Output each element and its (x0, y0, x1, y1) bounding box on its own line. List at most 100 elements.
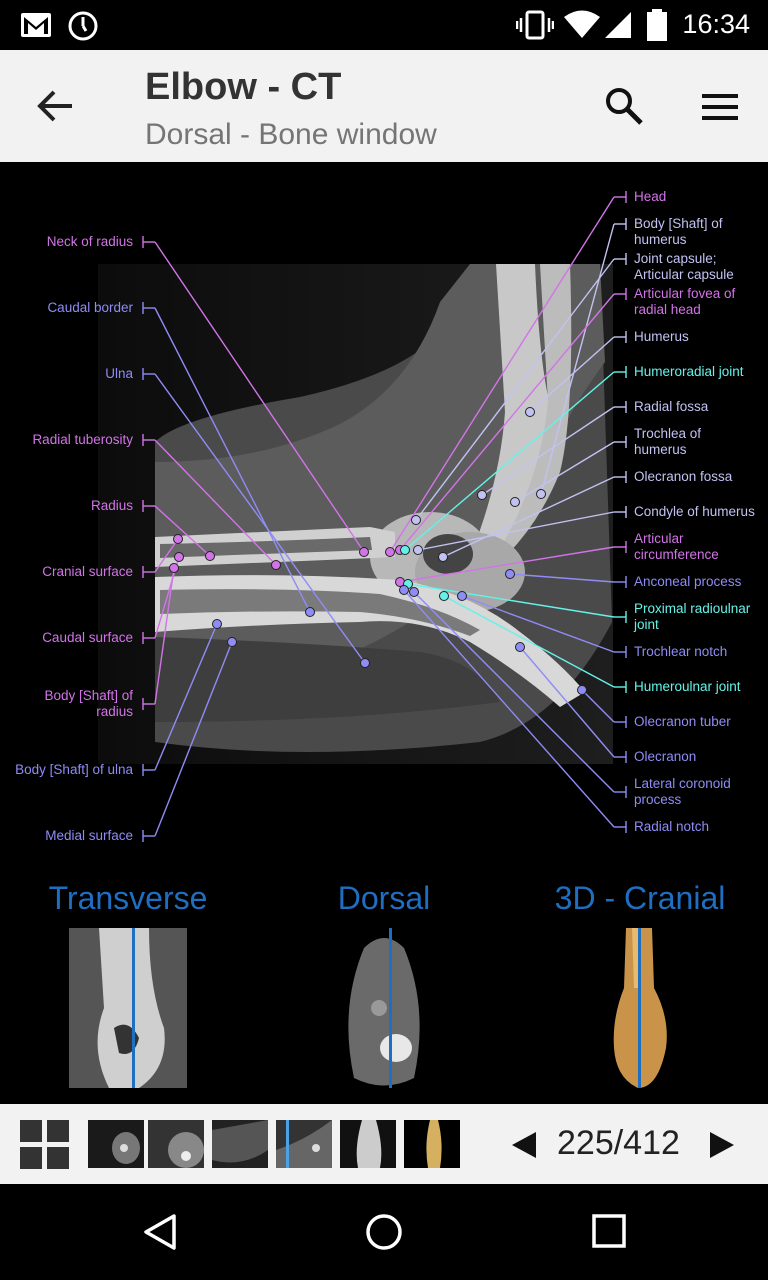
leader-line-left-2 (154, 373, 366, 664)
label-articular-fovea[interactable]: Articular fovea of radial head (634, 286, 736, 317)
label-caudal-border[interactable]: Caudal border (47, 300, 133, 315)
leader-line-right-18 (403, 589, 615, 828)
leader-lines (142, 191, 627, 842)
label-trochlear-notch[interactable]: Trochlear notch (634, 644, 728, 659)
leader-dot-right-17[interactable] (409, 587, 419, 597)
leader-line-left-9 (154, 641, 233, 837)
leader-dot-left-3[interactable] (271, 560, 281, 570)
label-radial-tuberosity[interactable]: Radial tuberosity (32, 432, 133, 447)
label-humeroradial-joint[interactable]: Humeroradial joint (634, 364, 744, 379)
leader-dot-right-9[interactable] (413, 545, 423, 555)
leader-line-right-6 (481, 406, 615, 496)
leader-dot-left-0[interactable] (359, 547, 369, 557)
label-proximal-radioulnar-joint[interactable]: Proximal radioulnar joint (634, 601, 751, 632)
label-olecranon-tuber[interactable]: Olecranon tuber (634, 714, 731, 729)
label-cranial-surface[interactable]: Cranial surface (42, 564, 133, 579)
strip-thumb-5[interactable] (340, 1120, 396, 1168)
ct-viewer[interactable]: Neck of radius Caudal border Ulna Radial… (0, 162, 768, 862)
nav-home-icon[interactable] (364, 1212, 404, 1252)
search-icon[interactable] (604, 86, 644, 126)
leader-dot-right-16[interactable] (515, 642, 525, 652)
label-body-of-ulna[interactable]: Body [Shaft] of ulna (15, 762, 133, 777)
strip-thumb-6[interactable] (404, 1120, 460, 1168)
leader-dot-left-2[interactable] (360, 658, 370, 668)
leader-dot-right-7[interactable] (510, 497, 520, 507)
leader-line-left-3 (154, 439, 277, 566)
label-humeroulnar-joint[interactable]: Humeroulnar joint (634, 679, 741, 694)
leader-dot-left-1[interactable] (305, 607, 315, 617)
label-radial-notch[interactable]: Radial notch (634, 819, 710, 834)
leader-dot-right-2[interactable] (411, 515, 421, 525)
leader-dot-right-11[interactable] (505, 569, 515, 579)
system-nav-bar (0, 1184, 768, 1280)
leader-dot-right-14[interactable] (439, 591, 449, 601)
view-dorsal[interactable]: Dorsal (284, 880, 484, 1088)
leader-line-left-0 (154, 241, 365, 553)
label-lateral-coronoid-process[interactable]: Lateral coronoid process (634, 776, 731, 807)
image-counter: 225/412 (557, 1124, 680, 1162)
label-head[interactable]: Head (634, 189, 667, 204)
leader-dot-right-1[interactable] (536, 489, 546, 499)
label-neck-of-radius[interactable]: Neck of radius (46, 234, 133, 249)
leader-dot-right-0[interactable] (385, 547, 395, 557)
view-dorsal-label: Dorsal (337, 880, 431, 916)
leader-dot-left-8[interactable] (212, 619, 222, 629)
leader-dot-right-6[interactable] (477, 490, 487, 500)
leader-dot-right-13[interactable] (457, 591, 467, 601)
status-time: 16:34 (682, 9, 750, 39)
strip-thumb-4-image (276, 1120, 332, 1168)
label-trochlea-of-humerus[interactable]: Trochlea of humerus (634, 426, 702, 457)
grid-icon[interactable] (20, 1120, 70, 1170)
label-medial-surface[interactable]: Medial surface (45, 828, 133, 843)
leader-dot-left-7[interactable] (169, 563, 179, 573)
leader-dot-left-4[interactable] (205, 551, 215, 561)
view-transverse[interactable]: Transverse (28, 880, 228, 1088)
menu-icon[interactable] (700, 92, 740, 122)
label-articular-circumference[interactable]: Articular circumference (634, 531, 719, 562)
label-radial-fossa[interactable]: Radial fossa (634, 399, 709, 414)
app-bar: Elbow - CT Dorsal - Bone window (0, 50, 768, 162)
nav-recents-icon[interactable] (590, 1212, 630, 1252)
next-arrow-icon[interactable] (708, 1130, 736, 1160)
label-condyle-of-humerus[interactable]: Condyle of humerus (634, 504, 755, 519)
strip-thumb-2[interactable] (148, 1120, 204, 1168)
leader-line-right-0 (389, 196, 615, 553)
strip-thumb-5-image (340, 1120, 396, 1168)
transverse-thumbnail[interactable] (69, 928, 187, 1088)
battery-icon (647, 9, 667, 41)
dorsal-thumbnail[interactable] (334, 928, 434, 1088)
leader-line-right-14 (443, 595, 615, 688)
label-olecranon-fossa[interactable]: Olecranon fossa (634, 469, 733, 484)
label-body-of-humerus[interactable]: Body [Shaft] of humerus (634, 216, 723, 247)
label-olecranon[interactable]: Olecranon (634, 749, 697, 764)
leader-dot-left-5[interactable] (173, 534, 183, 544)
leader-dot-right-8[interactable] (438, 552, 448, 562)
label-ulna[interactable]: Ulna (105, 366, 133, 381)
label-caudal-surface[interactable]: Caudal surface (42, 630, 133, 645)
strip-thumb-3[interactable] (212, 1120, 268, 1168)
leader-dot-right-15[interactable] (577, 685, 587, 695)
label-radius[interactable]: Radius (90, 498, 133, 513)
leader-line-right-9 (417, 511, 615, 551)
arrow-back-icon[interactable] (36, 88, 76, 124)
leader-dot-right-18[interactable] (399, 585, 409, 595)
leader-dot-right-5[interactable] (400, 545, 410, 555)
prev-arrow-icon[interactable] (510, 1130, 538, 1160)
leader-dot-left-6[interactable] (174, 552, 184, 562)
leader-dot-left-9[interactable] (227, 637, 237, 647)
label-humerus[interactable]: Humerus (634, 329, 689, 344)
ct-image[interactable] (0, 162, 768, 862)
view-3d-cranial[interactable]: 3D - Cranial (540, 880, 740, 1088)
label-anconeal-process[interactable]: Anconeal process (634, 574, 742, 589)
nav-back-icon[interactable] (140, 1212, 180, 1252)
strip-thumb-4-current[interactable] (276, 1120, 332, 1168)
leader-line-right-17 (413, 591, 615, 793)
page-subtitle: Dorsal - Bone window (145, 118, 437, 151)
bottom-toolbar: 225/412 (0, 1104, 768, 1184)
label-body-of-radius[interactable]: Body [Shaft] of radius (44, 688, 133, 719)
strip-thumb-1[interactable] (88, 1120, 144, 1168)
label-joint-capsule[interactable]: Joint capsule; Articular capsule (634, 251, 734, 282)
leader-dot-right-4[interactable] (525, 407, 535, 417)
3d-thumbnail[interactable] (608, 928, 672, 1088)
leader-line-right-4 (529, 336, 615, 413)
